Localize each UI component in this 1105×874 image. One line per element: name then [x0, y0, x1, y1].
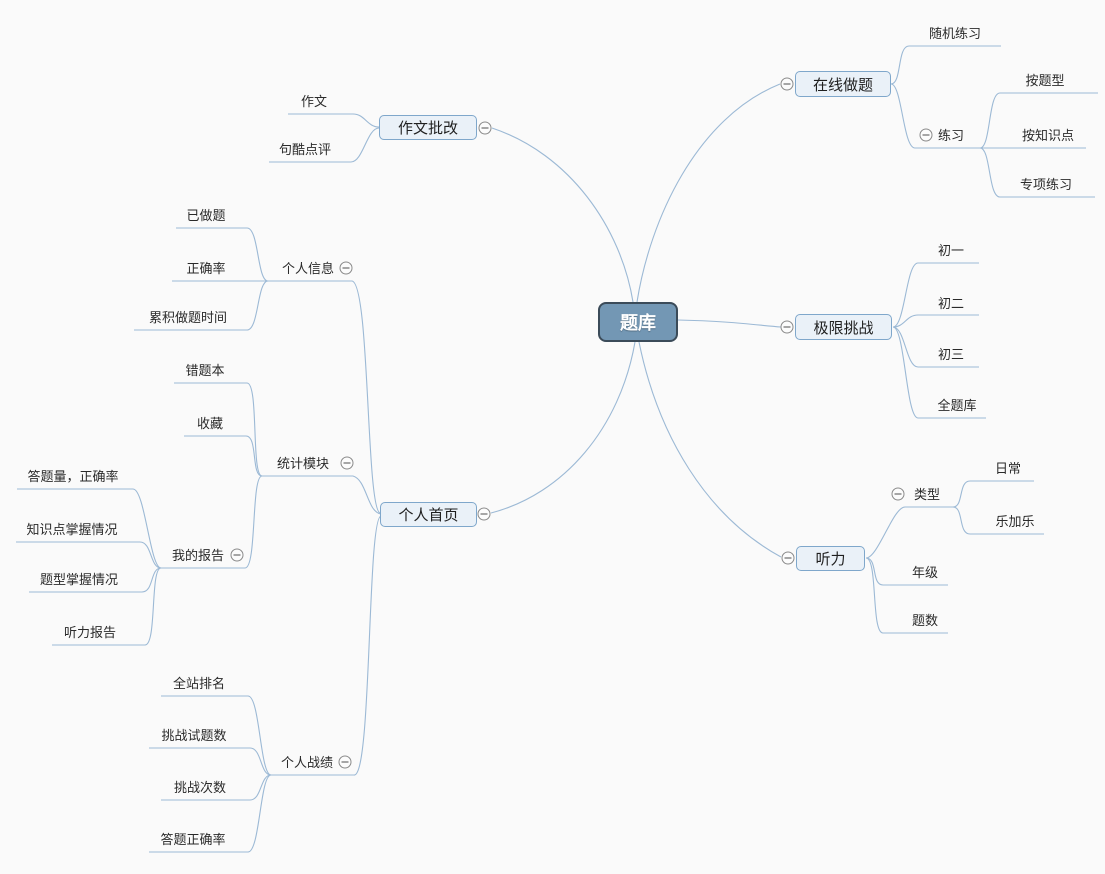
branch-question-type-mastery: [29, 567, 162, 593]
collapse-icon-listening[interactable]: [781, 551, 795, 565]
topic-full-question-bank[interactable]: 全题库: [937, 399, 977, 414]
branch-done-questions: [176, 227, 269, 282]
topic-accuracy-rate[interactable]: 正确率: [186, 262, 226, 277]
branch-root-personal-home: [490, 341, 636, 514]
branch-stats-module: [262, 475, 382, 515]
collapse-icon-online-practice[interactable]: [780, 77, 794, 91]
topic-answer-volume-accuracy[interactable]: 答题量，正确率: [27, 470, 119, 485]
topic-grade9[interactable]: 初三: [937, 348, 965, 363]
branch-answer-accuracy: [149, 774, 272, 853]
central-topic-label: 题库: [620, 313, 656, 334]
topic-grade7[interactable]: 初一: [937, 244, 965, 259]
branch-root-essay-review: [491, 127, 634, 303]
branch-full-question-bank: [892, 326, 986, 419]
collapse-icon-personal-record[interactable]: [338, 755, 352, 769]
topic-by-question-type[interactable]: 按题型: [1025, 74, 1065, 89]
branch-listening-grade: [865, 557, 948, 586]
branch-total-practice-time: [134, 280, 269, 331]
branch-grade7: [892, 262, 979, 328]
topic-favorites[interactable]: 收藏: [196, 417, 224, 432]
branch-root-extreme-challenge: [677, 319, 782, 328]
topic-extreme-challenge-label: 极限挑战: [813, 318, 874, 337]
topic-essay-review-label: 作文批改: [397, 119, 458, 137]
topic-personal-home-label: 个人首页: [398, 506, 459, 524]
branch-lejiale: [952, 506, 1044, 535]
topic-random-practice[interactable]: 随机练习: [928, 27, 982, 42]
branch-personal-info: [268, 280, 381, 514]
collapse-icon-essay-review[interactable]: [478, 121, 492, 135]
topic-personal-info[interactable]: 个人信息: [281, 262, 335, 277]
topic-question-type-mastery[interactable]: 题型掌握情况: [39, 573, 119, 588]
topic-online-practice-label: 在线做题: [812, 75, 873, 94]
collapse-icon-personal-home[interactable]: [477, 507, 491, 521]
collapse-icon-my-report[interactable]: [230, 548, 244, 562]
branch-practice: [890, 83, 980, 149]
branch-by-question-type: [979, 92, 1098, 149]
branch-wrong-question-book: [174, 382, 263, 477]
topic-online-practice[interactable]: 在线做题: [795, 71, 891, 97]
topic-special-practice[interactable]: 专项练习: [1019, 178, 1073, 193]
topic-personal-home[interactable]: 个人首页: [380, 502, 477, 527]
branch-challenge-question-count: [149, 747, 272, 776]
topic-listening-report[interactable]: 听力报告: [63, 626, 117, 641]
branch-personal-record: [271, 515, 382, 776]
branch-listening-report: [52, 567, 162, 646]
branch-essay: [288, 113, 380, 128]
topic-question-count[interactable]: 题数: [911, 614, 939, 629]
topic-total-practice-time[interactable]: 累积做题时间: [148, 311, 228, 326]
topic-daily[interactable]: 日常: [994, 462, 1022, 477]
branch-site-ranking: [161, 695, 272, 776]
branch-root-listening: [638, 341, 782, 558]
branch-knowledge-mastery: [16, 541, 162, 569]
branch-question-count: [865, 557, 948, 634]
topic-challenge-count[interactable]: 挑战次数: [173, 781, 227, 796]
branch-grade9: [892, 326, 979, 368]
topic-knowledge-mastery[interactable]: 知识点掌握情况: [26, 523, 118, 538]
branch-daily: [952, 480, 1034, 508]
central-topic-question-bank[interactable]: 题库: [598, 302, 678, 342]
topic-answer-accuracy[interactable]: 答题正确率: [160, 833, 226, 848]
branch-jukuu-review: [269, 127, 380, 163]
topic-extreme-challenge[interactable]: 极限挑战: [795, 314, 892, 340]
topic-listening[interactable]: 听力: [796, 546, 865, 571]
branch-grade8: [892, 314, 979, 328]
topic-grade8[interactable]: 初二: [937, 297, 965, 312]
topic-wrong-question-book[interactable]: 错题本: [185, 364, 225, 379]
topic-practice[interactable]: 练习: [937, 129, 965, 144]
collapse-icon-extreme-challenge[interactable]: [780, 320, 794, 334]
topic-essay-review[interactable]: 作文批改: [379, 115, 477, 140]
branch-random-practice: [890, 45, 1001, 85]
topic-my-report[interactable]: 我的报告: [171, 549, 225, 564]
topic-listening-grade[interactable]: 年级: [911, 566, 939, 581]
topic-by-knowledge-point[interactable]: 按知识点: [1021, 129, 1075, 144]
branch-listening-type: [865, 506, 953, 559]
collapse-icon-personal-info[interactable]: [339, 261, 353, 275]
branch-favorites: [184, 435, 263, 477]
topic-challenge-question-count[interactable]: 挑战试题数: [161, 729, 227, 744]
topic-personal-record[interactable]: 个人战绩: [280, 756, 334, 771]
topic-listening-label: 听力: [815, 550, 846, 568]
branch-challenge-count: [161, 774, 272, 801]
branch-root-online-practice: [636, 83, 781, 303]
topic-site-ranking[interactable]: 全站排名: [172, 677, 226, 692]
collapse-icon-practice[interactable]: [919, 128, 933, 142]
topic-essay[interactable]: 作文: [300, 95, 328, 110]
topic-listening-type[interactable]: 类型: [913, 488, 941, 503]
branch-special-practice: [979, 147, 1095, 198]
collapse-icon-listening-type[interactable]: [891, 487, 905, 501]
topic-lejiale[interactable]: 乐加乐: [995, 515, 1035, 530]
collapse-icon-stats-module[interactable]: [340, 456, 354, 470]
topic-stats-module[interactable]: 统计模块: [276, 457, 330, 472]
branch-answer-volume-accuracy: [17, 488, 162, 569]
topic-jukuu-review[interactable]: 句酷点评: [278, 143, 332, 158]
topic-done-questions[interactable]: 已做题: [186, 209, 226, 224]
branch-my-report: [161, 475, 263, 569]
